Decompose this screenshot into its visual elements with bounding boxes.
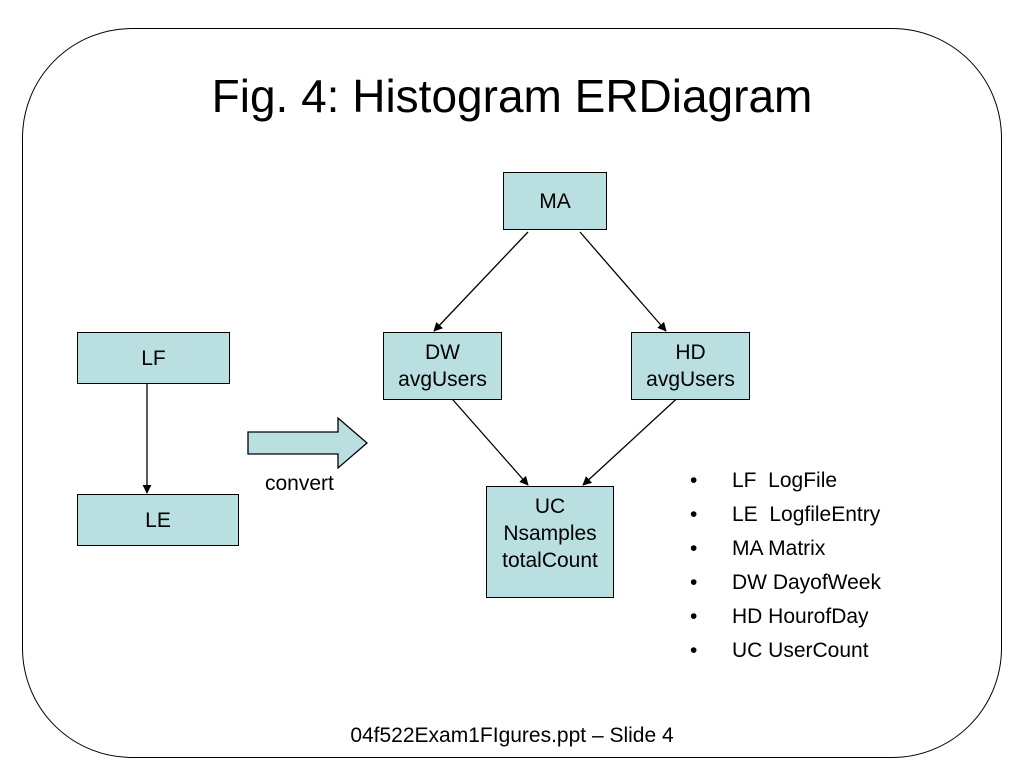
entity-uc-attribute-2: totalCount [502, 549, 598, 572]
legend-item: • MA Matrix [690, 532, 881, 566]
legend-item: • DW DayofWeek [690, 566, 881, 600]
slide-footer: 04f522Exam1FIgures.ppt – Slide 4 [350, 724, 674, 747]
abbreviation-legend: •LF LogFile •LE LogfileEntry •MA Matrix … [690, 464, 881, 668]
edge-dw-uc [445, 391, 529, 486]
entity-lf-box: LF [77, 332, 230, 384]
convert-arrow [247, 416, 368, 470]
edge-hd-uc [582, 391, 685, 486]
legend-item-text: HD HourofDay [732, 605, 869, 628]
slide-frame [22, 28, 1002, 758]
entity-hd-box: HD avgUsers [631, 332, 750, 400]
convert-label: convert [265, 472, 334, 495]
entity-lf-label: LF [141, 346, 166, 370]
legend-item: • LF LogFile [690, 464, 881, 498]
bullet-icon: • [690, 605, 698, 628]
legend-item: • HD HourofDay [690, 600, 881, 634]
legend-item-text: UC UserCount [732, 639, 869, 662]
entity-hd-name: HD [675, 341, 706, 364]
legend-item-text: LF LogFile [732, 469, 838, 492]
legend-item-text: MA Matrix [732, 537, 826, 560]
legend-item-text: DW DayofWeek [732, 571, 881, 594]
edge-ma-dw [433, 231, 529, 332]
entity-uc-attribute-1: Nsamples [503, 522, 597, 545]
legend-item: • LE LogfileEntry [690, 498, 881, 532]
entity-hd-attribute: avgUsers [646, 368, 735, 391]
entity-dw-name: DW [425, 341, 460, 364]
bullet-icon: • [690, 503, 698, 526]
entity-dw-box: DW avgUsers [383, 332, 502, 400]
entity-uc-box: UC Nsamples totalCount [486, 486, 614, 598]
entity-uc-name: UC [534, 495, 566, 518]
entity-dw-attribute: avgUsers [398, 368, 487, 391]
slide-title: Fig. 4: Histogram ERDiagram [211, 70, 813, 122]
entity-ma-box: MA [503, 172, 607, 230]
entity-ma-label: MA [539, 189, 571, 213]
legend-item: • UC UserCount [690, 634, 881, 668]
edge-ma-hd [579, 231, 667, 332]
bullet-icon: • [690, 469, 698, 492]
entity-le-box: LE [77, 494, 239, 546]
entity-le-label: LE [145, 508, 171, 532]
bullet-icon: • [690, 639, 698, 662]
bullet-icon: • [690, 537, 698, 560]
bullet-icon: • [690, 571, 698, 594]
legend-item-text: LE LogfileEntry [732, 503, 881, 526]
